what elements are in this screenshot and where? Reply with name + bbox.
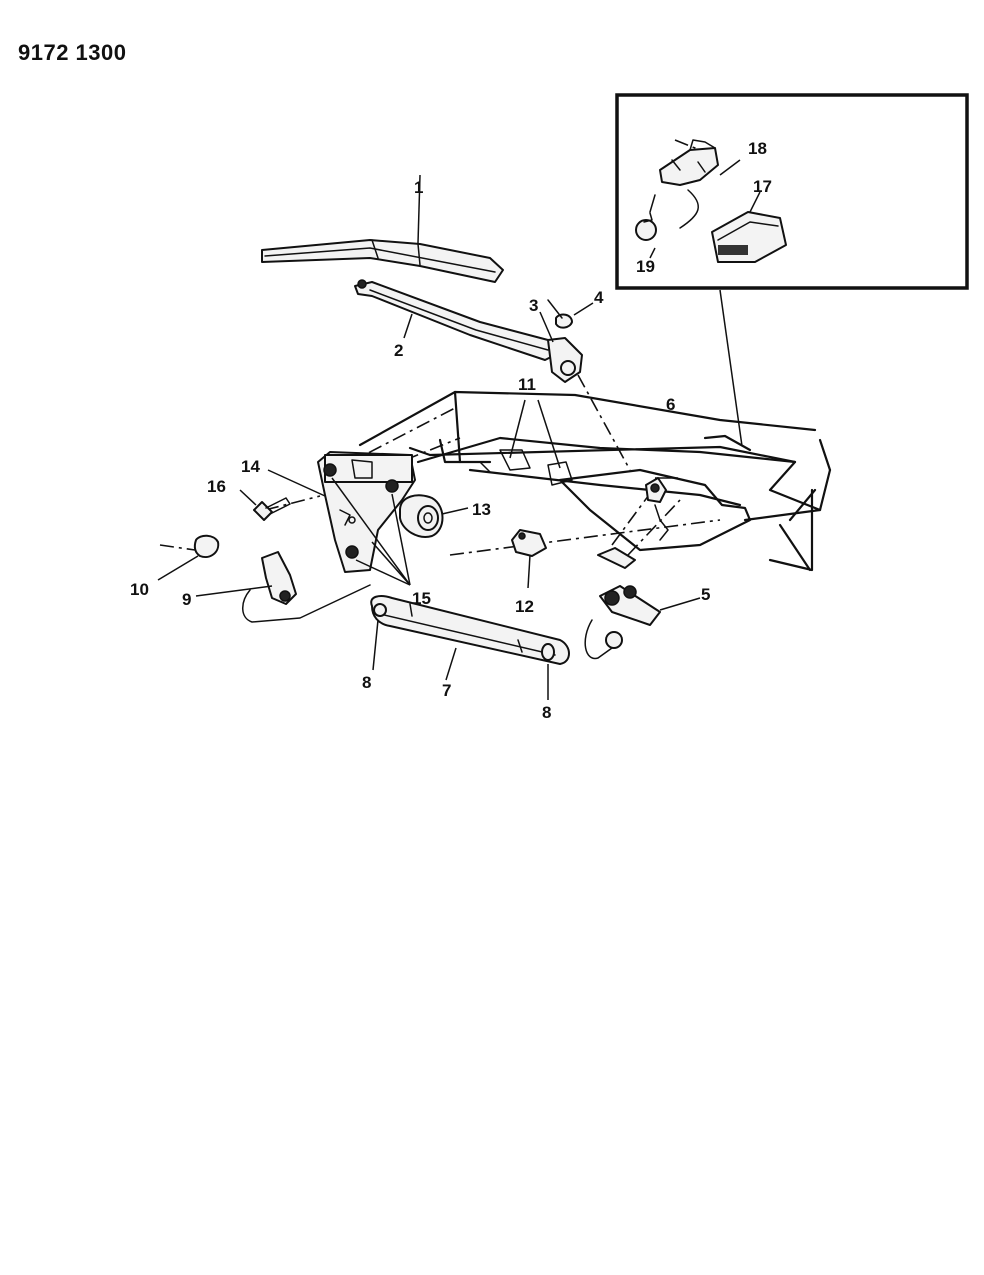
callout-9: 9: [182, 590, 191, 609]
arm-pivot: [539, 299, 594, 383]
callout-16: 16: [207, 477, 226, 496]
callout-4: 4: [594, 288, 604, 307]
drive-link: [370, 595, 570, 665]
callout-12: 12: [515, 597, 534, 616]
callout-10: 10: [130, 580, 149, 599]
callout-8b: 8: [542, 703, 551, 722]
inset-detail: [615, 93, 969, 290]
callout-18: 18: [748, 139, 767, 158]
callout-15: 15: [412, 589, 431, 608]
document-number: 9172 1300: [18, 40, 127, 65]
wiper-blade: [261, 239, 504, 283]
right-crank: [584, 477, 669, 660]
callout-6: 6: [666, 395, 675, 414]
callout-7: 7: [442, 681, 451, 700]
callout-1: 1: [414, 178, 423, 197]
callout-17: 17: [753, 177, 772, 196]
callout-3: 3: [529, 296, 538, 315]
cowl-panel: [358, 390, 832, 572]
callout-5: 5: [701, 585, 710, 604]
left-crank: [193, 534, 371, 623]
callout-14: 14: [241, 457, 260, 476]
callout-11: 11: [518, 375, 536, 394]
callout-13: 13: [472, 500, 491, 519]
callout-8a: 8: [362, 673, 371, 692]
link-bracket: [511, 529, 636, 569]
callout-2: 2: [394, 341, 403, 360]
callout-19: 19: [636, 257, 655, 276]
wiper-arm: [354, 279, 556, 361]
wiper-motor-assembly: [253, 451, 444, 573]
